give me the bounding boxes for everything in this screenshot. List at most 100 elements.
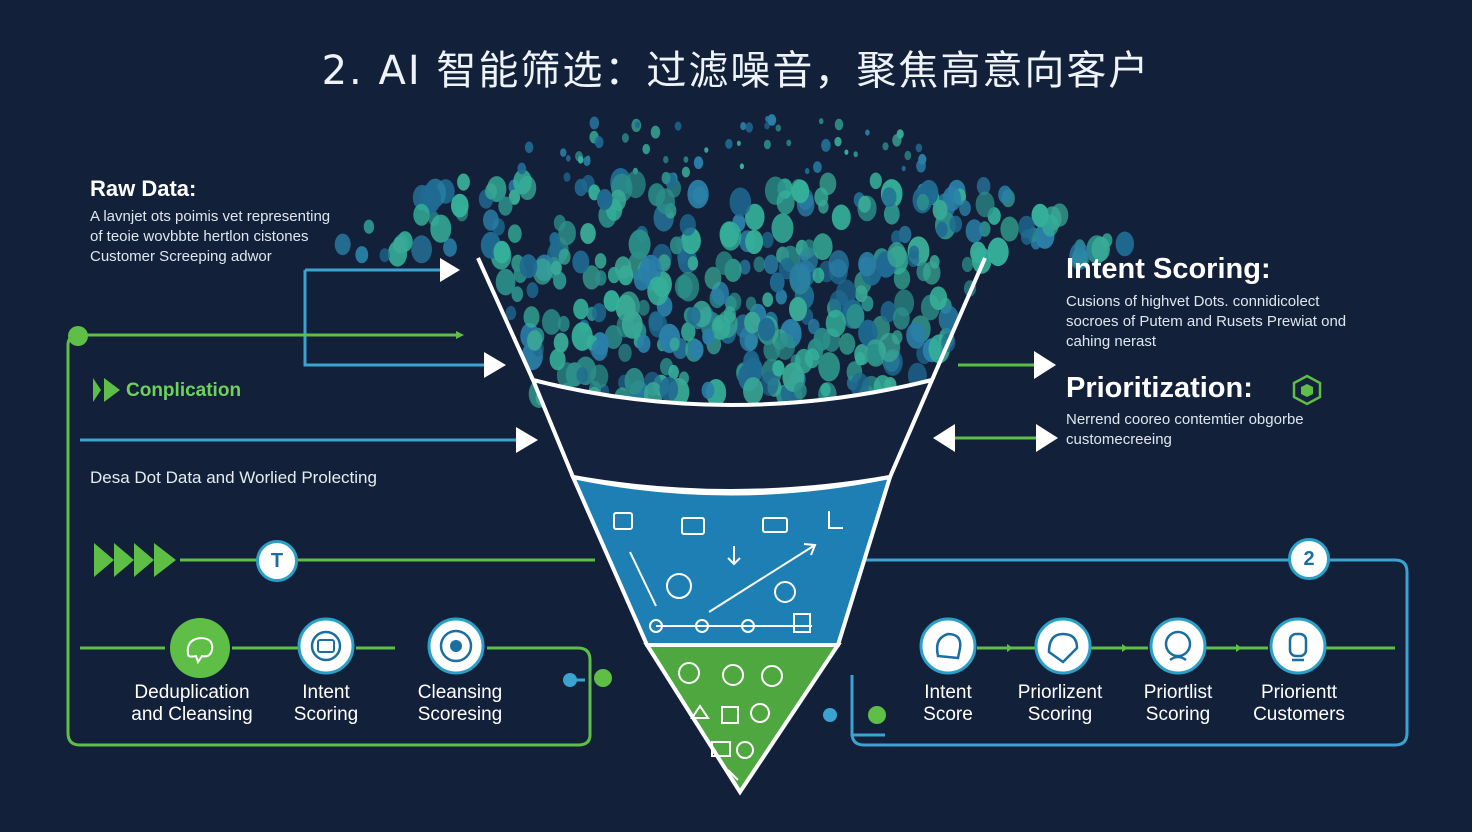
data-particle [853, 151, 858, 158]
data-particle [736, 140, 741, 146]
data-particle [834, 118, 844, 131]
complication-label: Conplication [126, 380, 242, 401]
data-particle [636, 334, 651, 353]
data-particle [745, 122, 753, 133]
data-particle [681, 322, 696, 342]
data-particle [677, 271, 700, 302]
data-particle [679, 214, 696, 236]
data-particle [596, 189, 613, 210]
step-label-right-3: Priortlist Scoring [1143, 682, 1213, 725]
connector-loop-left [66, 333, 592, 747]
data-particle [582, 265, 601, 290]
data-particle [764, 122, 770, 130]
data-particle [774, 332, 796, 360]
prioritization-heading: Prioritization: [1066, 372, 1253, 404]
data-particle [594, 253, 607, 269]
data-particle [614, 256, 632, 279]
data-particle [572, 250, 590, 274]
data-particle [758, 317, 776, 341]
data-particle [916, 193, 930, 211]
data-particle [929, 286, 948, 311]
data-particle [592, 303, 607, 323]
data-particle [740, 122, 747, 131]
data-particle [392, 236, 406, 254]
data-particle [949, 215, 963, 233]
data-particle [971, 247, 992, 274]
data-particle [844, 149, 849, 155]
data-particle [363, 219, 375, 234]
data-particle [828, 250, 849, 278]
step-badge-right: 2 [1288, 538, 1330, 580]
trend-line-a [629, 551, 657, 607]
prioritization-description: Nerrend cooreo contemtier obgorbe custom… [1066, 410, 1396, 450]
data-particle [850, 372, 870, 398]
data-particle [594, 136, 604, 149]
data-particle [511, 286, 524, 303]
raw-data-description: A lavnjet ots poimis vet representing of… [90, 207, 410, 267]
cube-icon [1292, 374, 1322, 406]
data-particle [729, 187, 752, 217]
data-particle [443, 238, 457, 257]
data-particle [681, 166, 691, 178]
data-particle [763, 139, 771, 150]
data-particle [762, 292, 774, 308]
data-particle [557, 315, 570, 332]
data-particle [663, 155, 669, 164]
data-particle [687, 179, 709, 209]
data-particle [976, 177, 991, 196]
data-particle [621, 133, 629, 143]
play-chevrons-icon [93, 378, 176, 577]
data-particle [887, 242, 907, 268]
data-particle [896, 129, 904, 139]
data-particle [637, 299, 650, 316]
data-particle [524, 141, 534, 154]
data-particle [628, 229, 651, 260]
data-particle [834, 136, 842, 147]
data-particle [642, 143, 650, 155]
data-particle [624, 367, 645, 395]
data-particle [818, 199, 829, 214]
data-particle [936, 221, 948, 238]
data-particle [916, 159, 926, 173]
data-particle [723, 306, 736, 323]
data-particle [760, 371, 779, 397]
data-particle [855, 285, 868, 303]
data-particle [725, 138, 733, 149]
raw-data-line: of teoie wovbbte hertlon cistones [90, 228, 309, 245]
step-label-left-1: Deduplication and Cleansing [131, 682, 253, 725]
funnel-green-section [643, 643, 842, 796]
brain-icon [170, 618, 230, 678]
gauge-icon [1034, 617, 1092, 675]
data-particle [915, 143, 923, 153]
data-particle [812, 267, 825, 284]
connector-node-icon [68, 326, 88, 346]
data-particle [334, 233, 351, 256]
document-green-icon [721, 706, 739, 724]
arrowheads-left [440, 258, 538, 453]
data-particle [659, 376, 679, 402]
data-particle [589, 116, 600, 130]
intent-line: Cusions of highvet Dots. connidicolect [1066, 293, 1320, 310]
data-particle [965, 219, 983, 243]
bulb-icon [678, 662, 700, 684]
data-particle [430, 214, 452, 243]
data-particle [739, 163, 745, 170]
data-particle [839, 333, 856, 355]
intent-line: socroes of Putem and Rusets Prewiat ond [1066, 313, 1347, 330]
data-particle [743, 350, 760, 373]
data-particle [1000, 216, 1019, 242]
data-particle [655, 188, 675, 215]
data-particle [451, 193, 469, 218]
data-particle [858, 251, 877, 277]
intent-scoring-heading: Intent Scoring: [1066, 253, 1271, 285]
data-particle [901, 165, 906, 172]
right-connectors [850, 363, 1409, 747]
data-particle [591, 339, 608, 361]
data-particle [688, 339, 704, 360]
data-particle [883, 203, 900, 225]
data-particle [786, 139, 792, 147]
chat-icon [681, 517, 705, 535]
data-particle [772, 360, 785, 377]
